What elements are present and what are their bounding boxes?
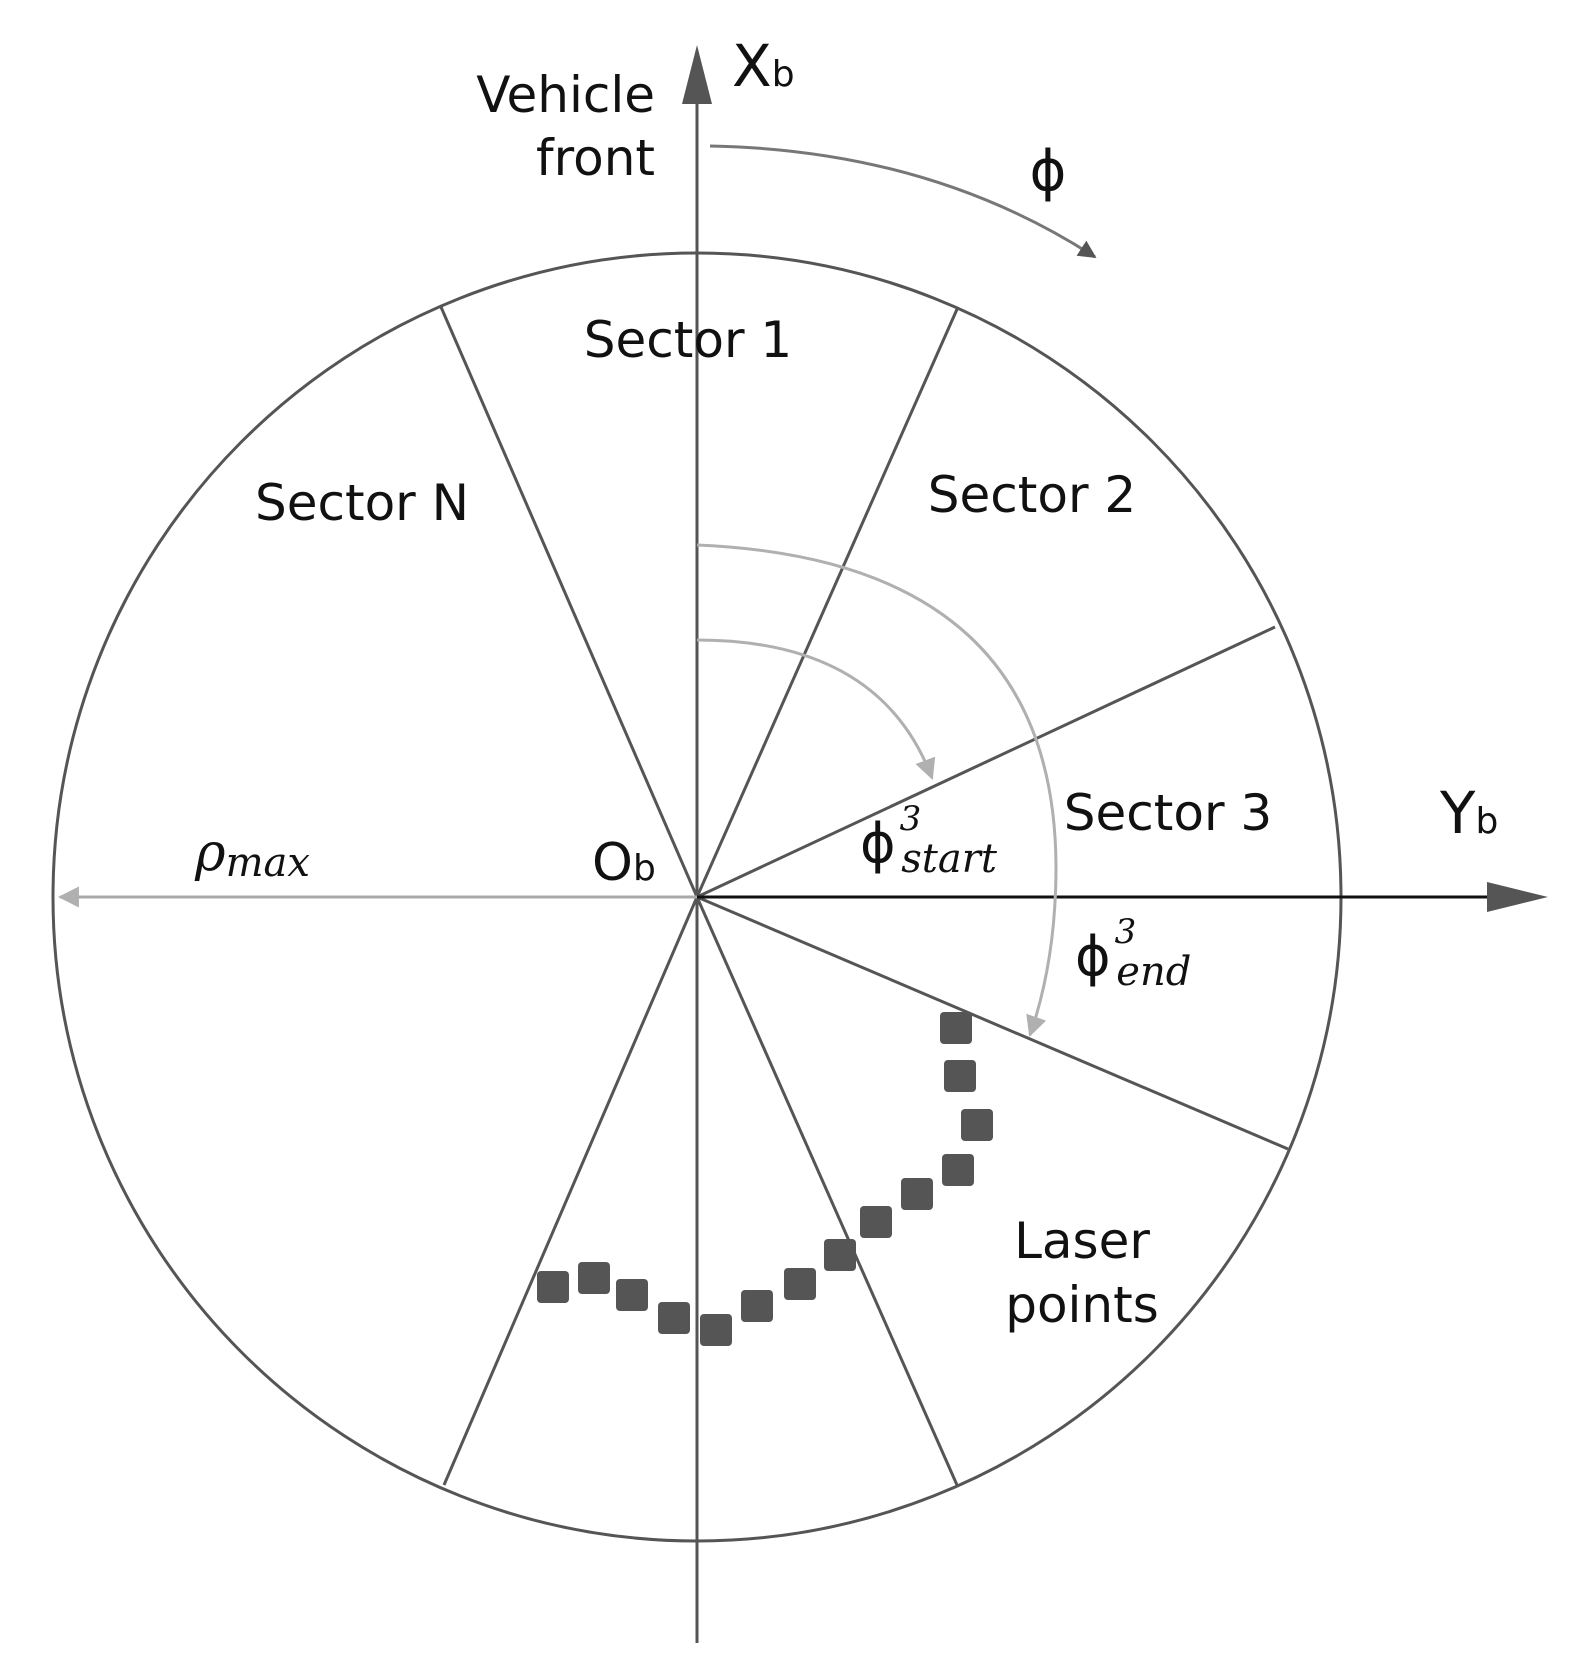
- laser-point: [784, 1268, 816, 1300]
- laser-point: [741, 1290, 773, 1322]
- phi-rotation-arrow: [709, 144, 1097, 259]
- rho-max-label: ρmax: [194, 823, 310, 886]
- x-axis-label: Xb: [732, 32, 795, 100]
- phi-end-arc: [696, 543, 1058, 1037]
- laser-point: [824, 1239, 856, 1271]
- vehicle-front-line1: Vehicle: [476, 66, 655, 124]
- laser-point: [940, 1012, 972, 1044]
- laser-point: [860, 1206, 892, 1238]
- sector-1-label: Sector 1: [584, 311, 792, 369]
- sector-boundary-line: [442, 896, 699, 1486]
- laser-point: [944, 1060, 976, 1092]
- laser-point: [537, 1271, 569, 1303]
- laser-point: [961, 1109, 993, 1141]
- laser-point: [700, 1314, 732, 1346]
- sector-2-label: Sector 2: [928, 466, 1136, 524]
- phi-label: ϕ: [1030, 139, 1067, 204]
- y-axis-label: Yb: [1439, 779, 1498, 847]
- sector-boundary-line: [695, 306, 960, 898]
- sector-boundary-line: [439, 306, 699, 898]
- origin-label: Ob: [592, 833, 656, 893]
- laser-point: [658, 1302, 690, 1334]
- sector-3-label: Sector 3: [1064, 784, 1272, 842]
- sector-boundary-line: [696, 895, 1289, 1151]
- sector-boundaries: [439, 306, 1289, 1486]
- laser-point: [942, 1154, 974, 1186]
- vehicle-front-line2: front: [536, 129, 655, 187]
- sector-boundary-line: [696, 625, 1276, 899]
- sector-boundary-line: [695, 896, 959, 1486]
- laser-point: [578, 1262, 610, 1294]
- laser-points-line2: points: [1005, 1276, 1159, 1334]
- phi-start-arc: [696, 638, 936, 780]
- laser-points-group: [537, 1012, 993, 1346]
- sector-n-label: Sector N: [255, 474, 469, 532]
- y-axis-arrowhead: [1487, 882, 1548, 912]
- laser-point: [901, 1178, 933, 1210]
- laser-points-line1: Laser: [1014, 1212, 1150, 1270]
- laser-point: [616, 1279, 648, 1311]
- x-axis-arrowhead: [682, 45, 712, 104]
